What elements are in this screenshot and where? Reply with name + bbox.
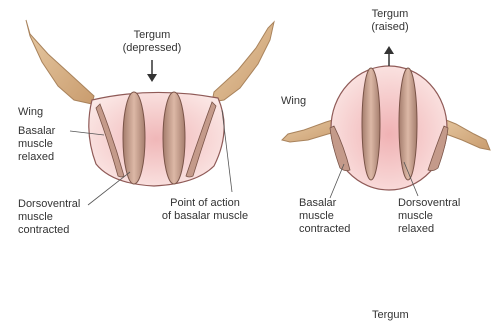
bottom-partial-panel: Tergum bbox=[372, 309, 409, 321]
left-basalar-line-3: relaxed bbox=[18, 151, 54, 163]
left-dorsoventral-muscle-1 bbox=[123, 92, 145, 184]
left-tergum-arrowhead bbox=[147, 74, 157, 82]
right-dorsoventral-line-3: relaxed bbox=[398, 223, 434, 235]
left-wing-right bbox=[212, 22, 274, 102]
right-thorax-body bbox=[331, 66, 447, 190]
right-basalar-line-3: contracted bbox=[299, 223, 350, 235]
left-dorsoventral-line-2: muscle bbox=[18, 211, 53, 223]
right-dorsoventral-line-1: Dorsoventral bbox=[398, 197, 460, 209]
right-basalar-line-2: muscle bbox=[299, 210, 334, 222]
left-tergum-state: (depressed) bbox=[123, 42, 182, 54]
right-basalar-line-1: Basalar bbox=[299, 197, 337, 209]
right-dorsoventral-muscle-1 bbox=[362, 68, 380, 180]
left-point-of-action-line-2: of basalar muscle bbox=[162, 210, 248, 222]
left-dorsoventral-line-3: contracted bbox=[18, 224, 69, 236]
left-dorsoventral-muscle-2 bbox=[163, 92, 185, 184]
left-wing-left bbox=[26, 20, 94, 104]
bottom-tergum-title: Tergum bbox=[372, 309, 409, 321]
right-tergum-title: Tergum bbox=[372, 8, 409, 20]
left-tergum-title: Tergum bbox=[134, 29, 171, 41]
left-point-of-action-line-1: Point of action bbox=[170, 197, 240, 209]
right-leader-basalar bbox=[330, 164, 344, 198]
left-basalar-line-1: Basalar bbox=[18, 125, 56, 137]
right-tergum-arrowhead bbox=[384, 46, 394, 54]
left-leader-point-of-action bbox=[222, 110, 232, 192]
right-tergum-state: (raised) bbox=[371, 21, 408, 33]
left-dorsoventral-line-1: Dorsoventral bbox=[18, 198, 80, 210]
right-wing-label: Wing bbox=[281, 95, 306, 107]
right-dorsoventral-muscle-2 bbox=[399, 68, 417, 180]
left-wing-label: Wing bbox=[18, 106, 43, 118]
left-panel: Tergum (depressed) Wing Basalar muscle r… bbox=[18, 20, 274, 236]
right-panel: Tergum (raised) Wing Basalar muscle cont… bbox=[281, 8, 490, 235]
left-basalar-line-2: muscle bbox=[18, 138, 53, 150]
left-leader-dorsoventral bbox=[88, 172, 130, 205]
right-dorsoventral-line-2: muscle bbox=[398, 210, 433, 222]
